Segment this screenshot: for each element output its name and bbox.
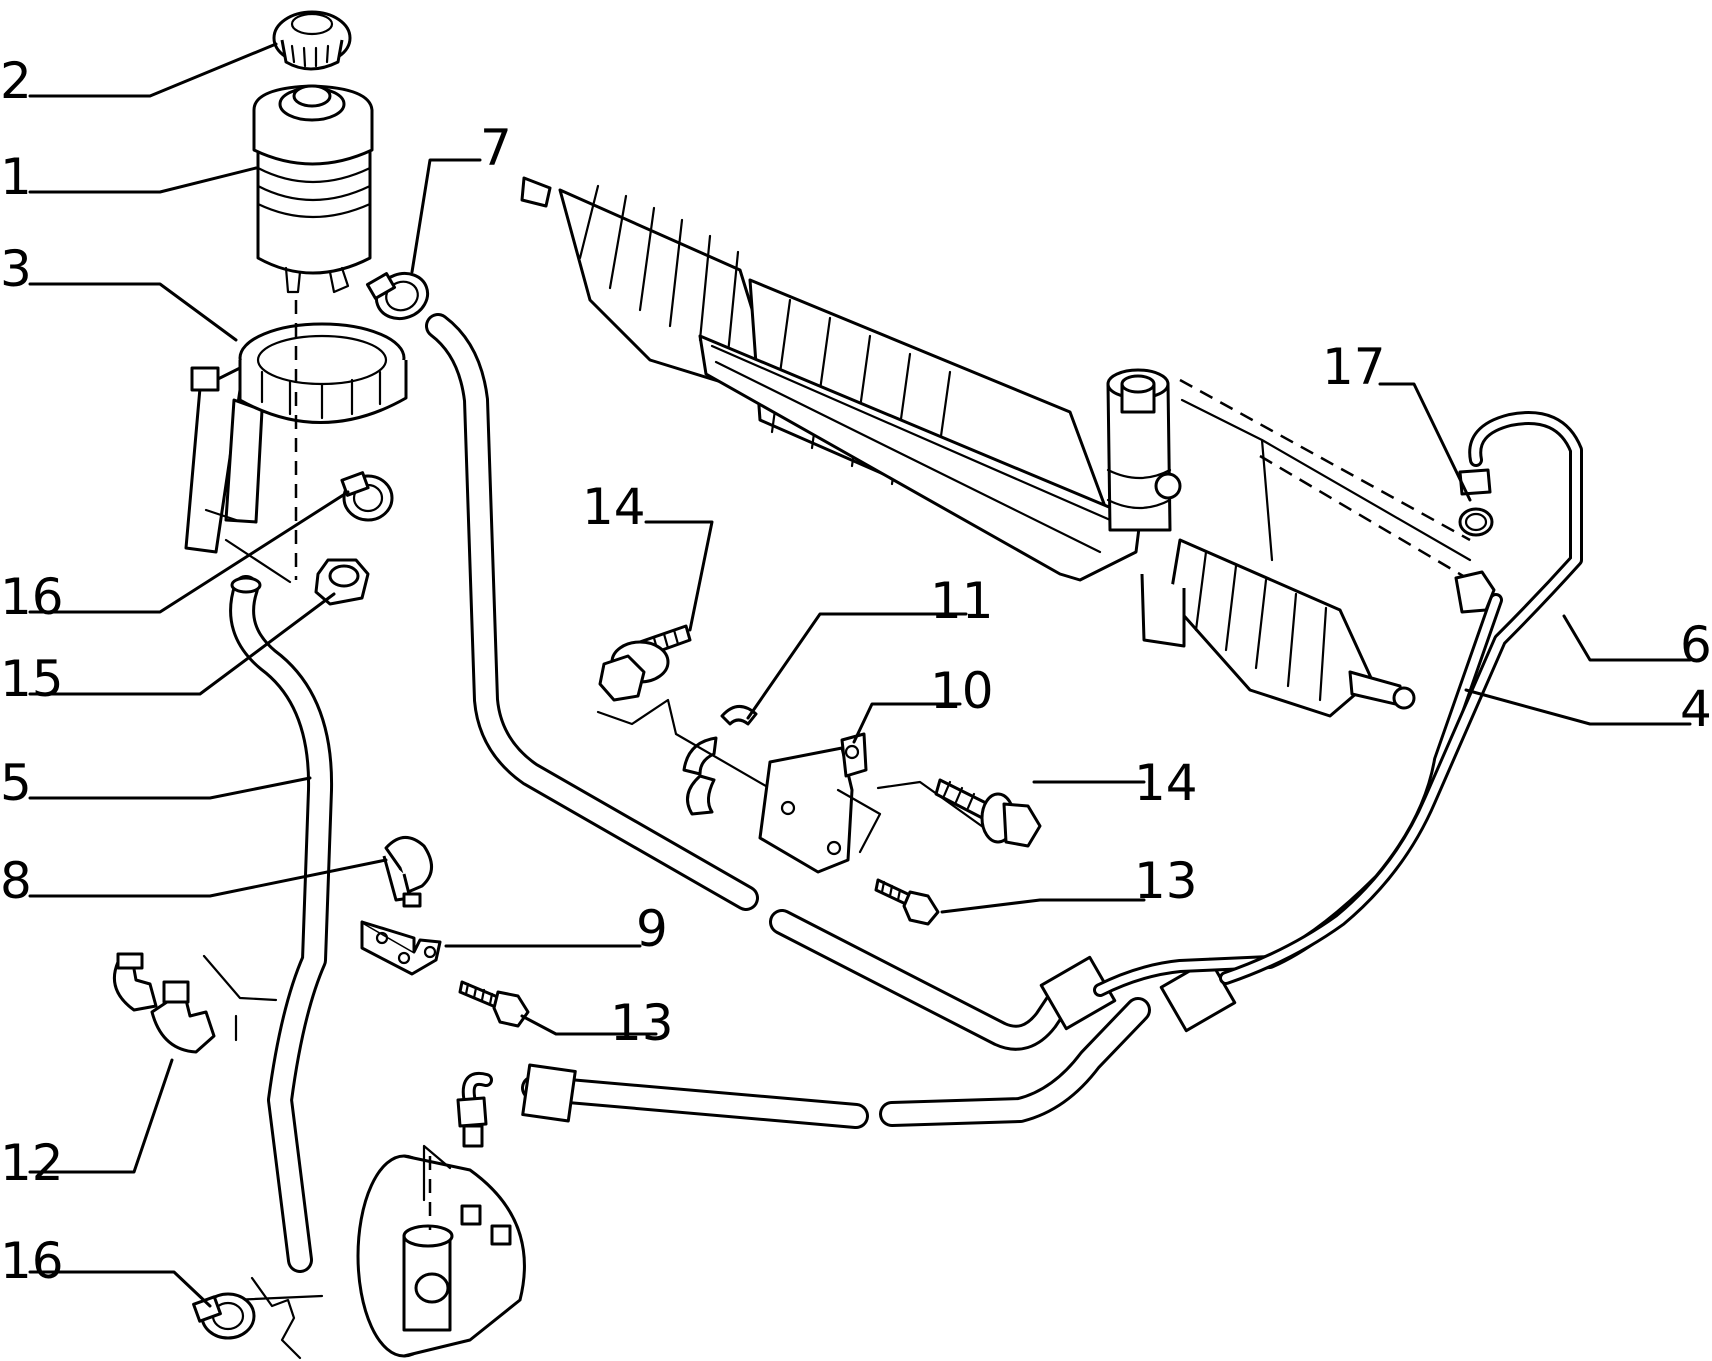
label-part-11: 11 [930,572,994,630]
label-part-15: 15 [0,650,64,708]
steering-rack [520,176,1472,718]
label-part-13a: 13 [1134,852,1198,910]
bolt-lower [458,980,530,1028]
split-bushing [596,698,792,816]
pressure-pipe [456,411,1583,1148]
hose-clamp-top [365,271,430,321]
supply-hose [425,313,1237,1129]
label-part-10: 10 [930,662,994,720]
leader-lines [28,42,1692,1308]
pipe-mounting-bracket [758,732,992,874]
mounting-plate [360,920,442,976]
flange-bolt-left [598,624,692,702]
label-part-5: 5 [0,754,32,812]
power-steering-pump [356,1144,526,1358]
label-part-16a: 16 [0,568,64,626]
bolt-bracket [874,878,940,926]
label-part-12: 12 [0,1134,64,1192]
hex-nut [314,558,370,606]
hose-clamp-upper [340,471,394,522]
label-part-16b: 16 [0,1232,64,1290]
fluid-reservoir [252,84,374,294]
label-part-6: 6 [1680,616,1712,674]
part-number-labels: 2 1 3 7 16 15 5 8 9 13 12 16 14 11 10 14… [0,52,1712,1290]
label-part-7: 7 [480,119,512,177]
hose-clamp-lower [192,1276,302,1360]
label-part-17: 17 [1322,338,1386,396]
o-ring-seal [1458,468,1494,537]
reservoir-cap [272,10,352,71]
label-part-4: 4 [1680,680,1712,738]
hose-retainer-clip [382,836,433,908]
double-hose-clip [113,952,278,1054]
label-part-14b: 14 [1134,754,1198,812]
label-part-3: 3 [0,240,32,298]
label-part-13b: 13 [610,994,674,1052]
label-part-1: 1 [0,148,32,206]
label-part-14a: 14 [582,478,646,536]
flange-bolt-right [934,778,1042,848]
reservoir-bracket [184,300,408,584]
return-hose [229,575,334,1302]
label-part-9: 9 [636,900,668,958]
label-part-8: 8 [0,852,32,910]
label-part-2: 2 [0,52,32,110]
